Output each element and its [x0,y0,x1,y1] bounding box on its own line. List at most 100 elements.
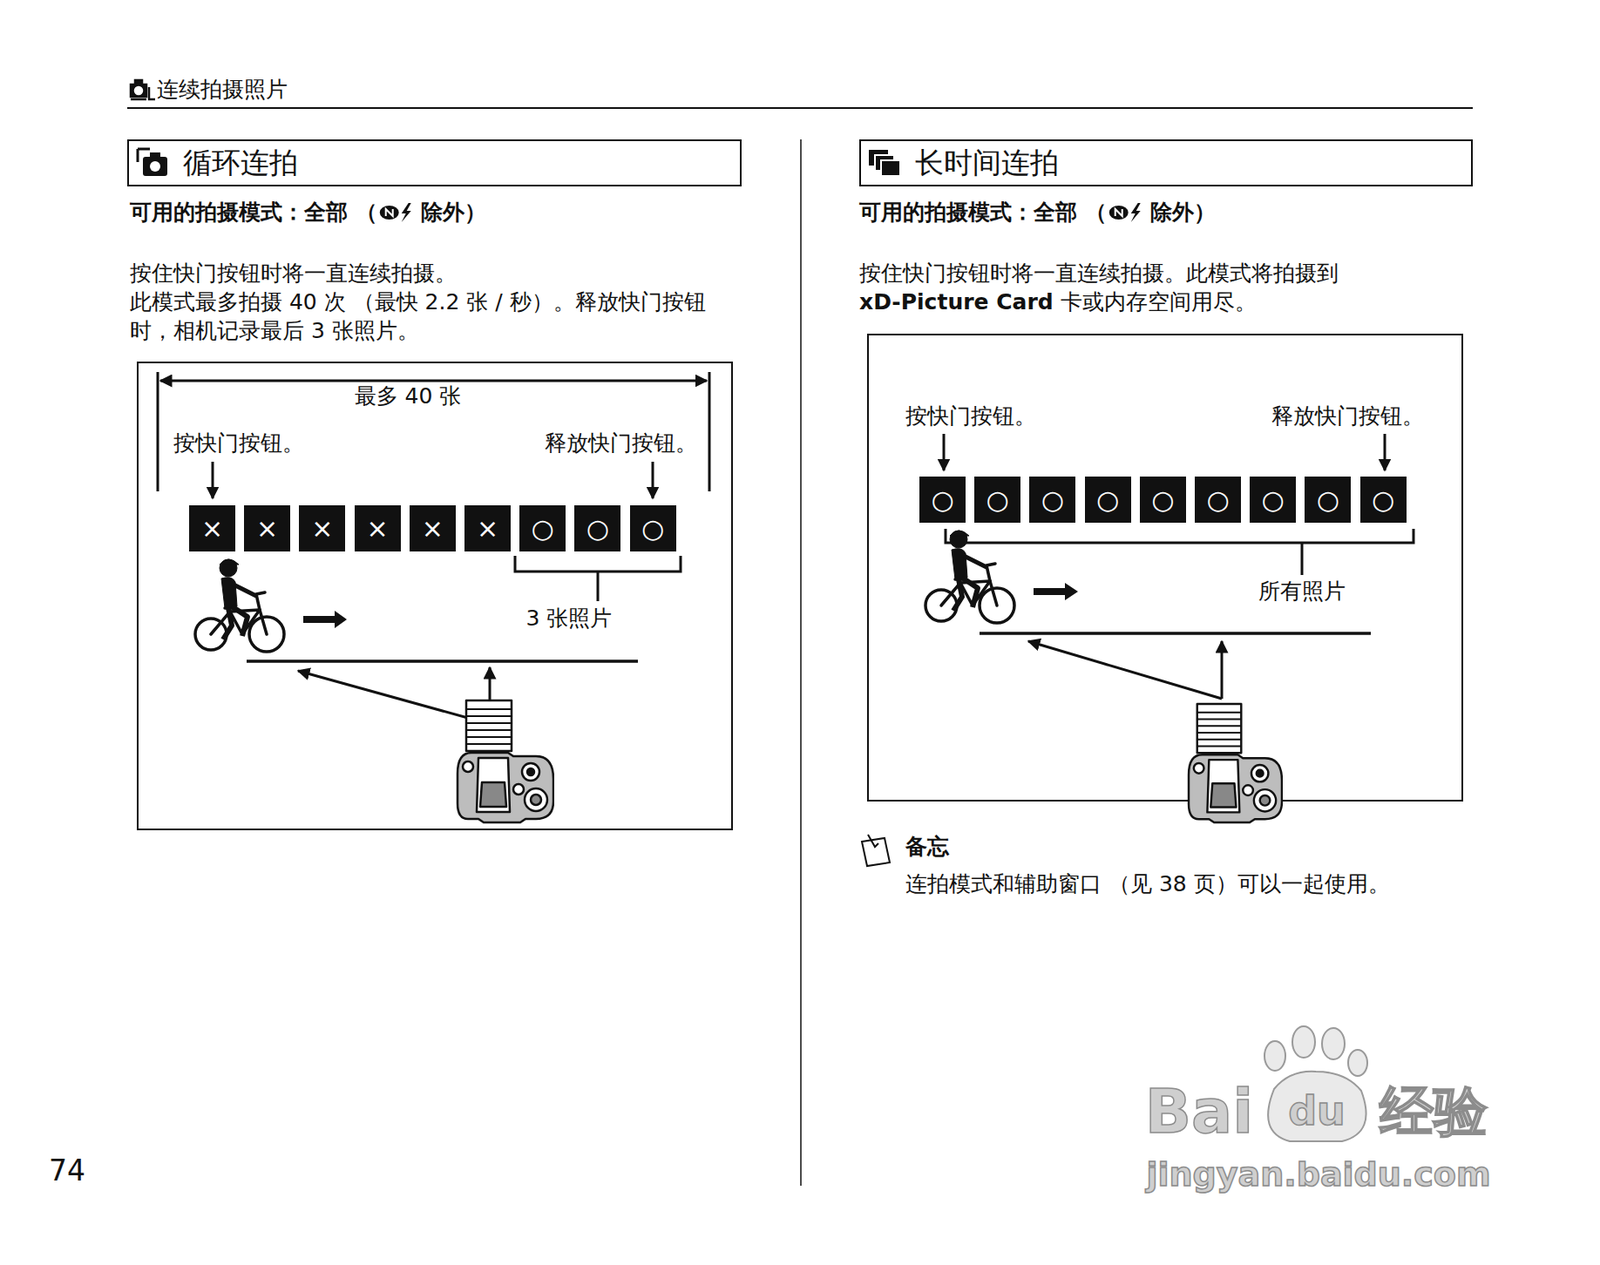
pointer-arrow [942,433,946,471]
mode-note: 除外） [1150,198,1216,228]
frame-square: ○ [574,505,621,552]
watermark: 经验 [1379,1077,1488,1148]
section-title: 长时间连拍 [915,143,1059,184]
callout-text: 释放快门按钮。 [544,429,698,459]
body-text: 卡或内存空间用尽。 [1060,288,1257,318]
frame-mark: ○ [641,515,665,543]
motion-arrow [303,610,347,629]
watermark-paw [1264,1041,1286,1072]
mode-note: 除外） [420,198,487,228]
title-icon [881,160,901,177]
sight-line [298,641,1222,725]
mode-icons [1109,203,1141,223]
frame-mark: × [421,515,444,543]
frame-square: ○ [919,476,966,523]
flash-icon [1131,203,1141,223]
title-icon [142,156,168,177]
frame-square: × [354,505,401,552]
running-header: 连续拍摄照片 [156,75,288,105]
frame-square: ○ [1029,476,1076,523]
span-dimension [160,379,707,383]
cyclist [925,530,1015,624]
pointer-arrow [211,461,215,499]
mode-note: 可用的拍摄模式：全部 （ [859,198,1107,228]
watermark-paw [1292,1026,1316,1058]
frame-mark: ○ [1261,487,1285,514]
frame-mark: × [256,515,278,543]
watermark-paw [1267,1071,1366,1142]
memo-heading: 备忘 [905,833,950,862]
diagram-frame [137,362,733,830]
header-icon [130,84,147,97]
memo-icon [867,834,879,848]
frame-square: × [244,505,291,552]
frame-mark: ○ [531,515,555,543]
watermark: du [1288,1085,1346,1139]
frame-square: ○ [1304,476,1351,523]
frame-square: ○ [1139,476,1187,523]
header-icon [135,80,143,85]
title-icon [137,149,168,177]
span-dimension [157,372,710,492]
frame-mark: ○ [1316,487,1340,514]
frame-mark: ○ [1096,487,1119,514]
pointer-arrow [651,461,655,499]
section-title-box: 循环连拍 [127,139,742,187]
watermark-paw [1264,1026,1368,1142]
frame-square: ○ [1249,476,1296,523]
frame-mark: × [311,515,333,543]
span-dimension [156,372,160,492]
camera [1188,704,1282,823]
header-icon [130,87,156,100]
frame-mark: × [201,515,224,543]
frame-square: × [298,505,346,552]
frame-square: ○ [974,476,1021,523]
mode-icons [379,203,412,223]
callout-text: 按快门按钮。 [905,402,1037,432]
cyclist [195,559,285,652]
mode-icon [386,209,394,217]
diagram-frame [137,334,1463,830]
bracket-label: 3 张照片 [526,604,613,634]
title-icon [868,149,901,177]
frame-square: ○ [630,505,677,552]
frame-square: × [189,505,236,552]
ground-line [246,633,1371,662]
motion-arrow [1033,583,1078,601]
frame-mark: ○ [586,515,610,543]
frame-mark: ○ [1206,487,1229,514]
body-text: 按住快门按钮时将一直连续拍摄。此模式将拍摄到 [859,259,1339,289]
sight-line [298,671,490,725]
frame-mark: ○ [930,487,954,514]
header-icon [130,80,156,100]
ground-line [246,659,638,664]
bracket-label: 所有照片 [1258,577,1346,607]
span-dimension [708,372,712,492]
callout-text: 释放快门按钮。 [1271,402,1424,432]
frame-mark: ○ [1371,487,1395,514]
callout-text: 按快门按钮。 [173,429,305,459]
body-text: xD-Picture Card [859,288,1054,318]
frame-mark: ○ [1041,487,1065,514]
mode-icon [379,205,400,220]
body-text: 此模式最多拍摄 40 次 （最快 2.2 张 / 秒）。释放快门按钮时，相机记录… [129,287,746,346]
bracket [515,555,681,602]
frame-square: × [464,505,511,552]
motion-arrow [303,583,1078,629]
mode-note: 可用的拍摄模式：全部 （ [129,198,378,228]
watermark: Bai [1145,1072,1255,1153]
frame-mark: × [366,515,389,543]
body-text: 按住快门按钮时将一直连续拍摄。 [129,259,457,289]
pointer-arrow [1383,433,1387,471]
ground-line [979,631,1371,636]
bracket [945,528,1414,576]
frame-square: ○ [1084,476,1132,523]
title-icon [149,161,161,172]
column-divider [800,139,802,1187]
frame-mark: ○ [1151,487,1174,514]
flash-icon [401,203,412,223]
section-title: 循环连拍 [183,143,299,184]
frame-square: ○ [1360,476,1407,523]
